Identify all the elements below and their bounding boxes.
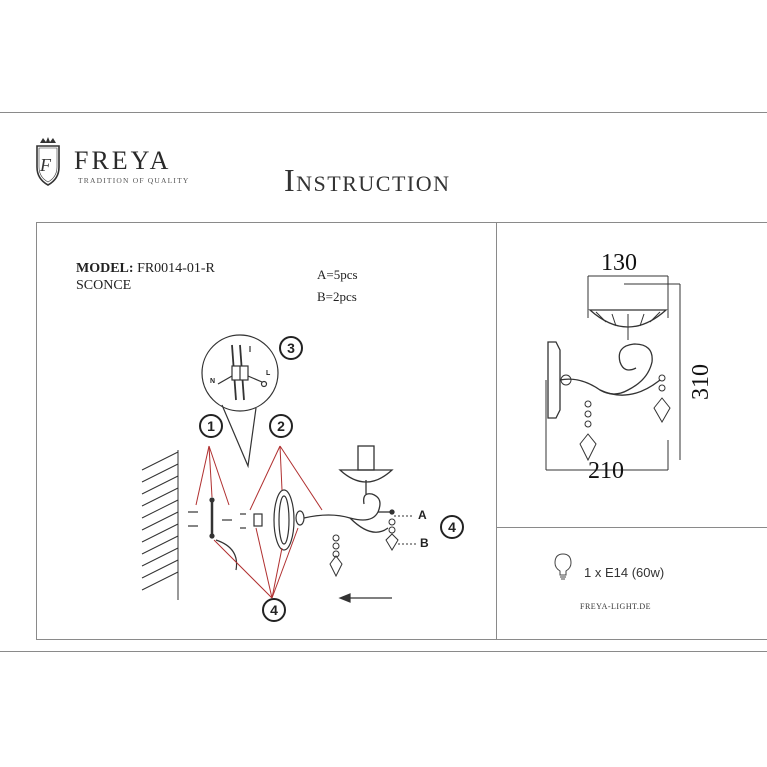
page-title: Instruction	[284, 162, 451, 198]
brand-name: FREYA	[74, 146, 172, 175]
canopy	[253, 489, 305, 551]
step-1-number: 1	[207, 418, 215, 434]
freya-crest-icon	[36, 137, 60, 186]
step-4-side-number: 4	[448, 519, 456, 535]
brand-tagline: TRADITION OF QUALITY	[78, 176, 190, 185]
step-4-main-badge: 4	[262, 598, 286, 622]
crystal-drops	[329, 518, 399, 578]
model-number: FR0014-01-R	[137, 261, 215, 276]
wall-hatching	[141, 450, 179, 600]
wire-neutral-label: N	[210, 378, 216, 385]
website-text: FREYA-LIGHT.DE	[580, 602, 652, 611]
part-a-count: A=5pcs	[317, 267, 358, 282]
step-2-badge: 2	[269, 414, 293, 438]
wire-live-label: L	[266, 370, 271, 377]
step2-leaders	[249, 445, 323, 511]
wiring-callout	[201, 334, 279, 469]
step-4-main-number: 4	[270, 602, 278, 618]
page-frame	[0, 112, 767, 652]
dimension-width-bottom: 210	[588, 458, 624, 484]
part-pointers	[394, 515, 416, 545]
step-3-badge: 3	[279, 336, 303, 360]
logo-letter: F	[40, 155, 51, 175]
direction-arrow	[338, 593, 392, 603]
mounting-bracket	[188, 497, 246, 571]
light-bulb-icon	[554, 553, 572, 580]
product-type: SCONCE	[76, 278, 132, 293]
dimension-height: 310	[688, 364, 714, 400]
bulb-spec: 1 x E14 (60w)	[584, 565, 665, 580]
part-b-label: B	[420, 536, 429, 550]
part-b-count: B=2pcs	[317, 289, 357, 304]
step-3-number: 3	[287, 340, 295, 356]
step4-leaders	[213, 527, 299, 599]
model-row: MODEL: FR0014-01-R	[76, 261, 215, 277]
step-1-badge: 1	[199, 414, 223, 438]
spec-panel	[496, 527, 767, 640]
part-a-label: A	[418, 508, 427, 522]
sconce-arm	[303, 445, 395, 533]
step-2-number: 2	[277, 418, 285, 434]
model-label: MODEL:	[76, 261, 134, 276]
dimension-width-top: 130	[601, 250, 637, 276]
step1-leaders	[195, 445, 230, 506]
step-4-side-badge: 4	[440, 515, 464, 539]
